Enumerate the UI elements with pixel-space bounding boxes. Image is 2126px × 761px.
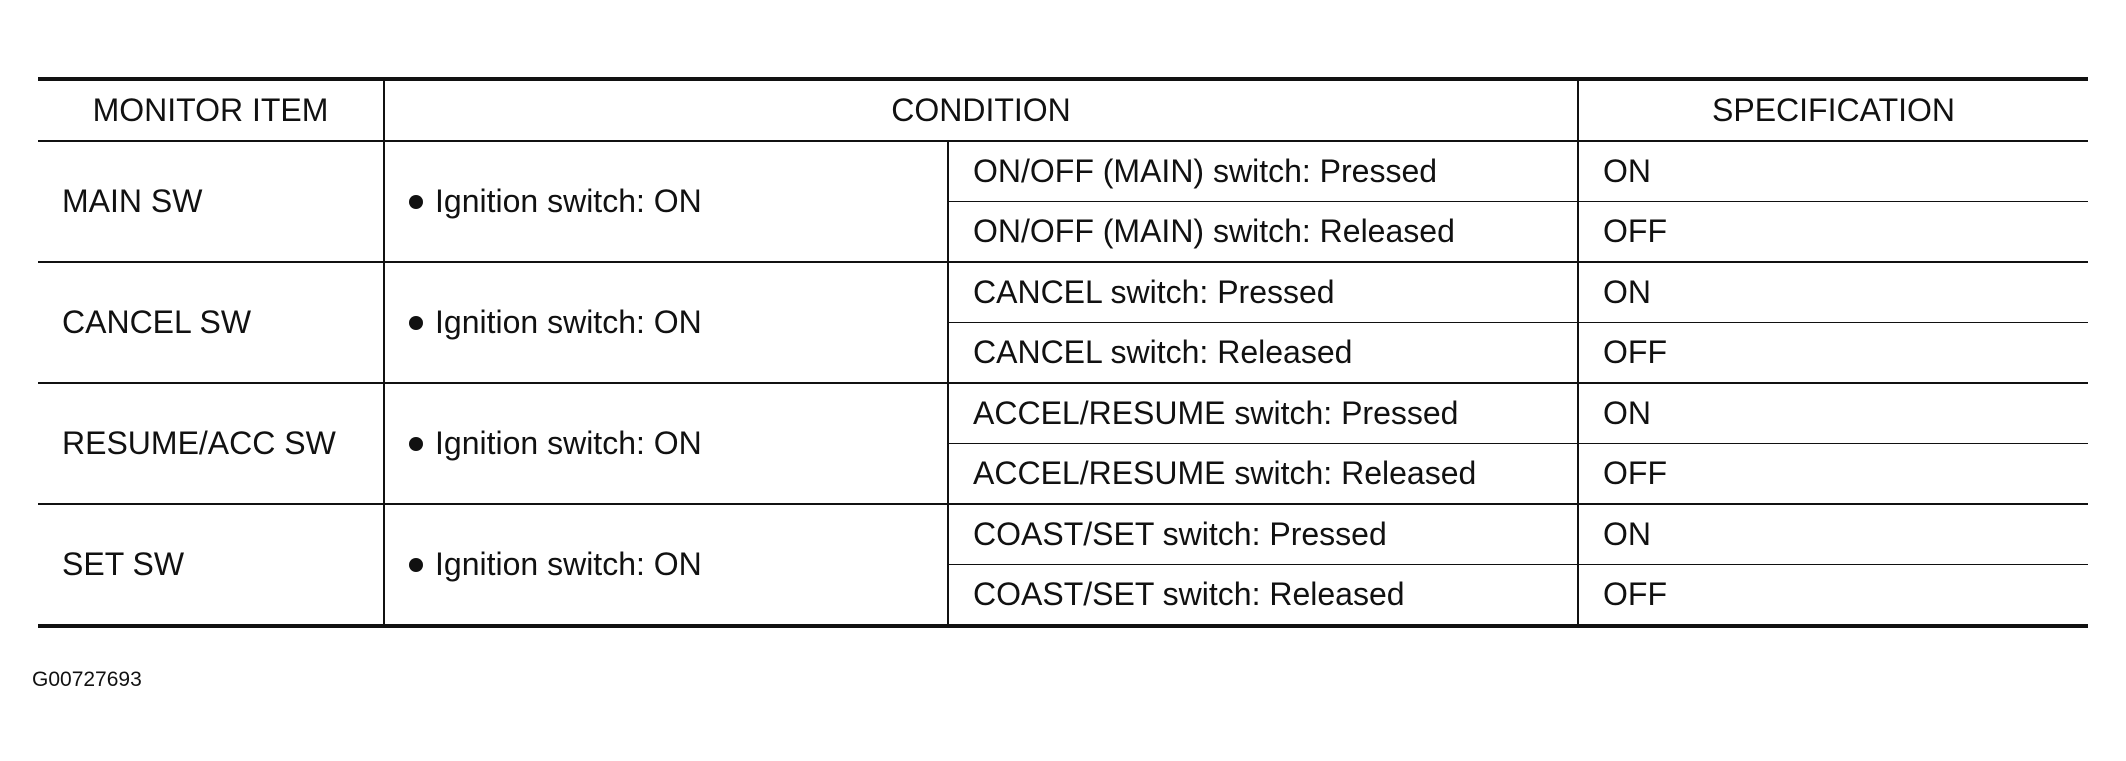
bullet-icon	[409, 437, 423, 451]
state-cell: ACCEL/RESUME switch: Released	[946, 443, 1579, 505]
condition-text: Ignition switch: ON	[435, 425, 702, 461]
table-row: SET SW Ignition switch: ON COAST/SET swi…	[38, 504, 2089, 627]
table-row: COAST/SET switch: Released OFF	[38, 564, 2089, 627]
table-row: ON/OFF (MAIN) switch: Released OFF	[38, 201, 2089, 263]
condition-text: Ignition switch: ON	[435, 183, 702, 219]
bullet-icon	[409, 316, 423, 330]
table-row: RESUME/ACC SW Ignition switch: ON ACCEL/…	[38, 383, 2089, 505]
condition-cell: Ignition switch: ON	[383, 504, 948, 627]
monitor-spec-table: MONITOR ITEM CONDITION SPECIFICATION MAI…	[38, 77, 2089, 628]
state-cell: ON/OFF (MAIN) switch: Pressed	[946, 141, 1579, 202]
condition-text: Ignition switch: ON	[435, 546, 702, 582]
state-cell: ACCEL/RESUME switch: Pressed	[946, 383, 1579, 444]
spec-cell: ON	[1577, 383, 2089, 444]
header-condition: CONDITION	[382, 79, 1579, 142]
state-cell: CANCEL switch: Released	[946, 322, 1579, 384]
condition-cell: Ignition switch: ON	[383, 141, 948, 263]
monitor-item-cell: SET SW	[38, 504, 384, 627]
condition-cell: Ignition switch: ON	[383, 262, 948, 384]
spec-cell: OFF	[1577, 322, 2089, 384]
table-row: ACCEL/RESUME switch: Released OFF	[38, 443, 2089, 505]
state-cell: CANCEL switch: Pressed	[946, 262, 1579, 323]
spec-cell: OFF	[1577, 443, 2089, 505]
table-row: MAIN SW Ignition switch: ON ON/OFF (MAIN…	[38, 141, 2089, 263]
table-header-row: MONITOR ITEM CONDITION SPECIFICATION	[38, 79, 2089, 142]
header-monitor-item: MONITOR ITEM	[38, 79, 384, 142]
spec-cell: ON	[1577, 504, 2089, 565]
bullet-icon	[409, 195, 423, 209]
figure-id: G00727693	[32, 668, 142, 691]
condition-cell: Ignition switch: ON	[383, 383, 948, 505]
spec-cell: ON	[1577, 262, 2089, 323]
header-specification: SPECIFICATION	[1577, 79, 2089, 142]
state-cell: COAST/SET switch: Released	[946, 564, 1579, 627]
monitor-item-cell: CANCEL SW	[38, 262, 384, 384]
table-row: CANCEL SW Ignition switch: ON CANCEL swi…	[38, 262, 2089, 384]
table-row: CANCEL switch: Released OFF	[38, 322, 2089, 384]
spec-cell: ON	[1577, 141, 2089, 202]
condition-text: Ignition switch: ON	[435, 304, 702, 340]
spec-cell: OFF	[1577, 201, 2089, 263]
state-cell: COAST/SET switch: Pressed	[946, 504, 1579, 565]
monitor-item-cell: RESUME/ACC SW	[38, 383, 384, 505]
spec-cell: OFF	[1577, 564, 2089, 627]
bullet-icon	[409, 558, 423, 572]
monitor-item-cell: MAIN SW	[38, 141, 384, 263]
state-cell: ON/OFF (MAIN) switch: Released	[946, 201, 1579, 263]
